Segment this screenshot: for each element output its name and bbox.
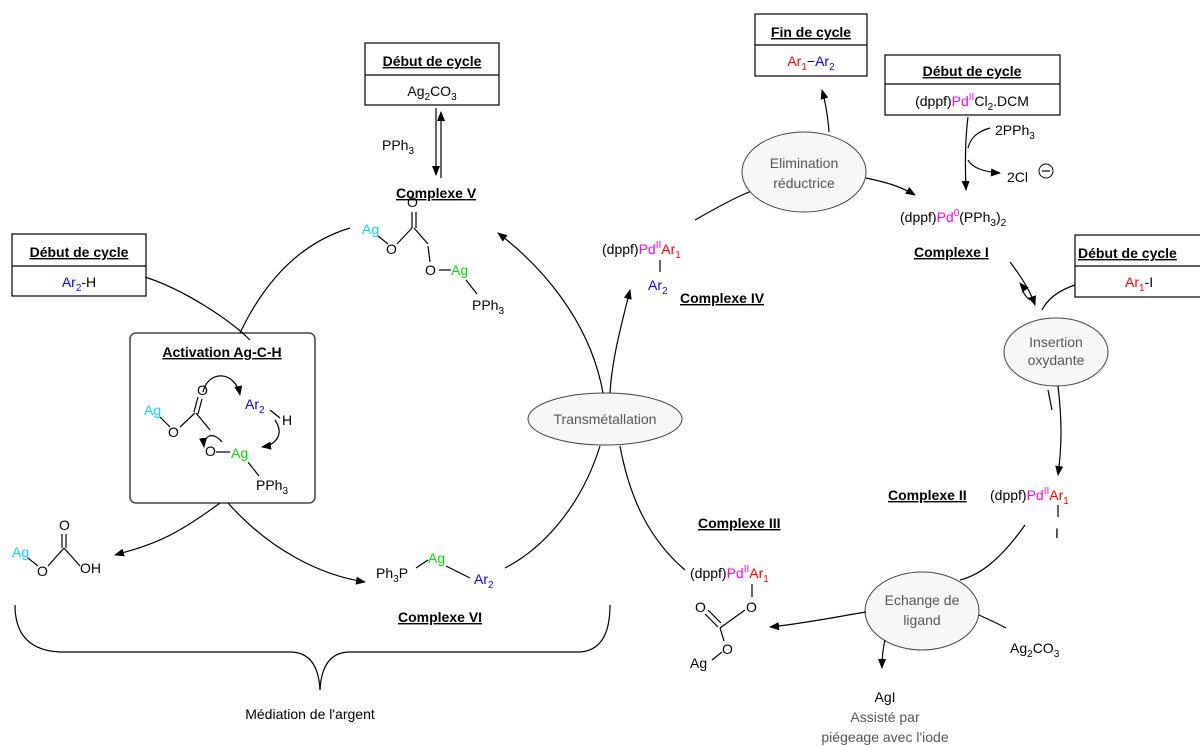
- ag2co3-exchange: Ag2CO3: [1010, 640, 1060, 660]
- svg-text:2PPh3: 2PPh3: [995, 122, 1035, 142]
- svg-text:réductrice: réductrice: [773, 175, 835, 191]
- svg-text:oxydante: oxydante: [1028, 352, 1085, 368]
- svg-text:Assisté par: Assisté par: [850, 709, 920, 725]
- svg-text:Ag: Ag: [428, 550, 445, 566]
- svg-text:2Cl: 2Cl: [1007, 169, 1028, 185]
- svg-text:I: I: [1055, 525, 1059, 541]
- svg-text:PPh3: PPh3: [256, 477, 288, 497]
- svg-text:Ar2-H: Ar2-H: [62, 274, 96, 294]
- arc-iii-to-trans: [619, 445, 686, 571]
- svg-text:Ag: Ag: [690, 655, 707, 671]
- svg-text:ligand: ligand: [903, 612, 940, 628]
- agi-product: AgI: [874, 689, 895, 705]
- transmetallation-node: [527, 392, 683, 446]
- start-box-ar1i: Début de cycle Ar1-I: [1074, 234, 1200, 298]
- svg-text:(dppf)PdIICl2.DCM: (dppf)PdIICl2.DCM: [915, 92, 1029, 113]
- arc-trans-to-v: [497, 232, 604, 394]
- mediation-brace: [14, 604, 611, 691]
- svg-text:Début de cycle: Début de cycle: [923, 63, 1022, 79]
- svg-text:O: O: [205, 443, 216, 459]
- svg-text:Elimination: Elimination: [770, 155, 838, 171]
- svg-text:(dppf)PdIIAr1: (dppf)PdIIAr1: [602, 240, 681, 261]
- arc-ar2h-in: [144, 276, 251, 341]
- svg-text:Début de cycle: Début de cycle: [1078, 245, 1177, 261]
- activation-box: Activation Ag-C-H Ag O O O Ag PPh3 Ar2 H: [129, 332, 316, 504]
- svg-text:O: O: [168, 424, 179, 440]
- svg-text:Début de cycle: Début de cycle: [30, 244, 129, 260]
- svg-text:Ar2: Ar2: [474, 571, 494, 591]
- start-box-pd-precatalyst: Début de cycle (dppf)PdIICl2.DCM: [884, 54, 1061, 116]
- svg-text:Ar2: Ar2: [245, 396, 265, 416]
- svg-text:OH: OH: [80, 560, 101, 576]
- activation-title: Activation Ag-C-H: [162, 344, 281, 360]
- svg-text:O: O: [386, 241, 397, 257]
- complexe-iii-label: Complexe III: [698, 515, 780, 531]
- svg-text:O: O: [407, 194, 418, 210]
- svg-text:Ag: Ag: [144, 402, 161, 418]
- complexe-v-label: Complexe V: [396, 185, 477, 201]
- complexe-v-structure: Ag O O O Ag PPh3: [362, 194, 504, 317]
- svg-text:Ar2: Ar2: [648, 277, 668, 297]
- complexe-i-structure: (dppf)Pd0(PPh3)2: [900, 208, 1007, 229]
- svg-text:O: O: [59, 517, 70, 533]
- end-box-ar1ar2: Fin de cycle Ar1−Ar2: [754, 13, 868, 77]
- silver-bicarbonate: Ag O O OH: [12, 517, 101, 579]
- pph3-reagent: PPh3: [382, 137, 414, 157]
- svg-text:O: O: [746, 599, 757, 615]
- svg-text:Ag: Ag: [231, 445, 248, 461]
- arc-vi-to-trans: [504, 445, 601, 569]
- complexe-iv-label: Complexe IV: [680, 290, 765, 306]
- svg-text:O: O: [695, 599, 706, 615]
- arc-to-complexe-v: [239, 227, 351, 334]
- arc-to-bicarbonate: [114, 502, 221, 557]
- ag2co3-formula: Ag2CO3: [407, 83, 457, 103]
- svg-text:Ag: Ag: [12, 544, 29, 560]
- arc-trans-to-iv: [609, 289, 632, 394]
- complexe-ii-label: Complexe II: [888, 487, 967, 503]
- svg-text:O: O: [425, 262, 436, 278]
- mediation-label: Médiation de l'argent: [245, 706, 375, 722]
- svg-text:piégeage avec l'iode: piégeage avec l'iode: [821, 729, 948, 745]
- svg-text:Ph3P: Ph3P: [376, 565, 408, 585]
- svg-text:O: O: [37, 563, 48, 579]
- arc-to-complexe-vi: [227, 502, 366, 585]
- svg-text:O: O: [197, 382, 208, 398]
- svg-text:Insertion: Insertion: [1029, 334, 1083, 350]
- complexe-iv-structure: (dppf)PdIIAr1 Ar2: [602, 240, 681, 297]
- complexe-iii-structure: (dppf)PdIIAr1 O O O Ag: [690, 564, 769, 671]
- svg-text:Ag: Ag: [362, 221, 379, 237]
- svg-text:Ar1-I: Ar1-I: [1125, 274, 1153, 294]
- svg-text:(dppf)PdIIAr1: (dppf)PdIIAr1: [690, 564, 769, 585]
- arc-elim-to-product: [820, 89, 830, 133]
- svg-text:H: H: [282, 412, 292, 428]
- svg-text:Transmétallation: Transmétallation: [554, 411, 657, 427]
- complexe-vi-label: Complexe VI: [398, 609, 482, 625]
- start-box-ag2co3: Début de cycle Ag2CO3: [364, 42, 500, 106]
- complexe-vi-structure: Ph3P Ag Ar2: [376, 550, 494, 591]
- complexe-i-label: Complexe I: [914, 244, 989, 260]
- svg-text:Echange de: Echange de: [885, 592, 960, 608]
- insertion-node: [1003, 317, 1109, 387]
- arc-elim-to-pd0: [865, 177, 916, 196]
- echange-ligand-node: [864, 571, 980, 651]
- start-box-ar2h: Début de cycle Ar2-H: [11, 233, 147, 297]
- svg-text:Fin de cycle: Fin de cycle: [771, 24, 851, 40]
- elimination-node: [741, 131, 867, 213]
- svg-text:PPh3: PPh3: [472, 297, 504, 317]
- svg-text:Ar1−Ar2: Ar1−Ar2: [787, 53, 835, 73]
- start-box-title: Début de cycle: [383, 53, 482, 69]
- svg-text:O: O: [722, 641, 733, 657]
- svg-text:Ag: Ag: [451, 262, 468, 278]
- complexe-ii-structure: (dppf)PdIIAr1: [990, 486, 1069, 507]
